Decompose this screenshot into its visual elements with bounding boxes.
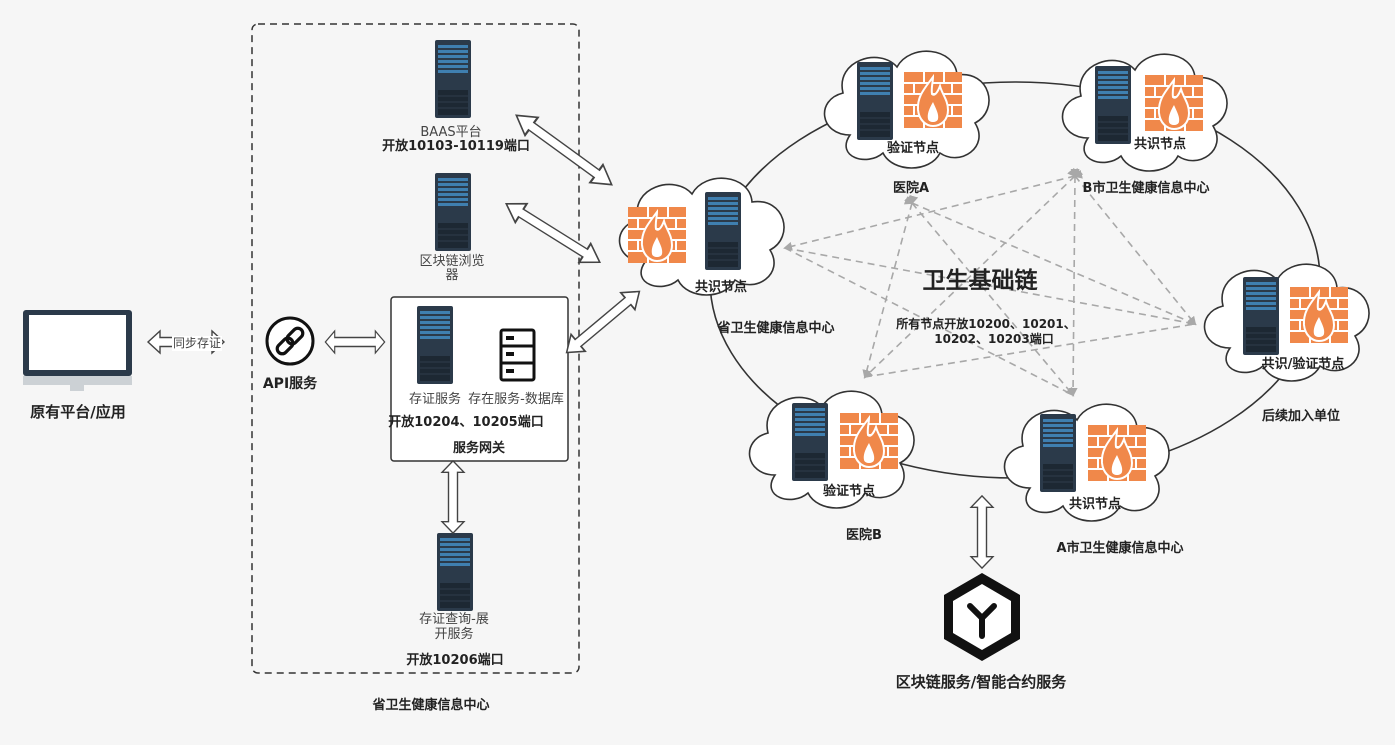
- link-icon: [265, 316, 315, 366]
- storage-service-label: 存在服务-数据库: [468, 392, 564, 407]
- evidence-server-icon: [416, 305, 454, 385]
- gateway-ports: 开放10204、10205端口: [388, 415, 544, 430]
- consensus-links: [783, 167, 1197, 397]
- server-icon: [1094, 65, 1132, 145]
- node-org-city-b: B市卫生健康信息中心: [1082, 181, 1210, 196]
- node-org-hospital-b: 医院B: [846, 528, 882, 543]
- node-role-hospital-b: 验证节点: [822, 484, 876, 499]
- server-icon: [704, 191, 742, 271]
- query-server-icon: [436, 532, 474, 612]
- node-org-provincial: 省卫生健康信息中心: [717, 321, 835, 336]
- explorer-name-line1: 区块链浏览: [419, 254, 485, 269]
- node-role-hospital-a: 验证节点: [886, 141, 940, 156]
- chain-title: 卫生基础链: [922, 268, 1038, 294]
- server-icon: [1242, 276, 1280, 356]
- explorer-chain-arrow: [499, 193, 607, 273]
- chain-ports-line2: 10202、10203端口: [934, 332, 1054, 346]
- gateway-chain-arrow: [558, 282, 648, 362]
- query-name-line1: 存证查询-展: [419, 612, 489, 627]
- node-org-city-a: A市卫生健康信息中心: [1056, 541, 1184, 556]
- evidence-service-label: 存证服务: [408, 392, 462, 407]
- baas-name: BAAS平台: [420, 125, 482, 140]
- blockchain-service-icon: [944, 573, 1020, 661]
- left-app-label: 原有平台/应用: [30, 403, 126, 421]
- firewall-icon: [903, 71, 963, 129]
- node-role-city-b: 共识节点: [1133, 137, 1187, 152]
- explorer-name-line2: 器: [445, 268, 459, 283]
- node-org-later-unit: 后续加入单位: [1261, 409, 1341, 424]
- server-icon: [856, 61, 894, 141]
- api-gateway-arrow: [324, 330, 386, 354]
- baas-server-icon: [434, 39, 472, 119]
- node-role-provincial: 共识节点: [694, 280, 748, 295]
- baas-ports: 开放10103-10119端口: [382, 139, 530, 154]
- bottom-service-label: 区块链服务/智能合约服务: [895, 673, 1067, 691]
- firewall-icon: [627, 206, 687, 264]
- firewall-icon: [1289, 286, 1349, 344]
- api-label: API服务: [262, 376, 318, 392]
- node-role-city-a: 共识节点: [1068, 497, 1122, 512]
- query-ports: 开放10206端口: [406, 653, 504, 668]
- node-org-hospital-a: 医院A: [892, 181, 930, 196]
- query-name-line2: 开服务: [434, 627, 474, 642]
- chain-service-arrow: [970, 495, 994, 569]
- monitor-icon: [23, 310, 132, 391]
- firewall-icon: [839, 412, 899, 470]
- chain-ports-line1: 所有节点开放10200、10201、: [896, 317, 1076, 331]
- gateway-query-arrow: [441, 460, 465, 534]
- gateway-title: 服务网关: [452, 441, 506, 456]
- gov-center-label: 省卫生健康信息中心: [372, 698, 490, 713]
- node-role-later-unit: 共识/验证节点: [1261, 357, 1345, 372]
- database-icon: [499, 328, 536, 382]
- server-icon: [1039, 413, 1077, 493]
- firewall-icon: [1144, 74, 1204, 132]
- server-icon: [791, 402, 829, 482]
- explorer-server-icon: [434, 172, 472, 252]
- sync-arrow-label: 同步存证: [171, 336, 223, 351]
- firewall-icon: [1087, 424, 1147, 482]
